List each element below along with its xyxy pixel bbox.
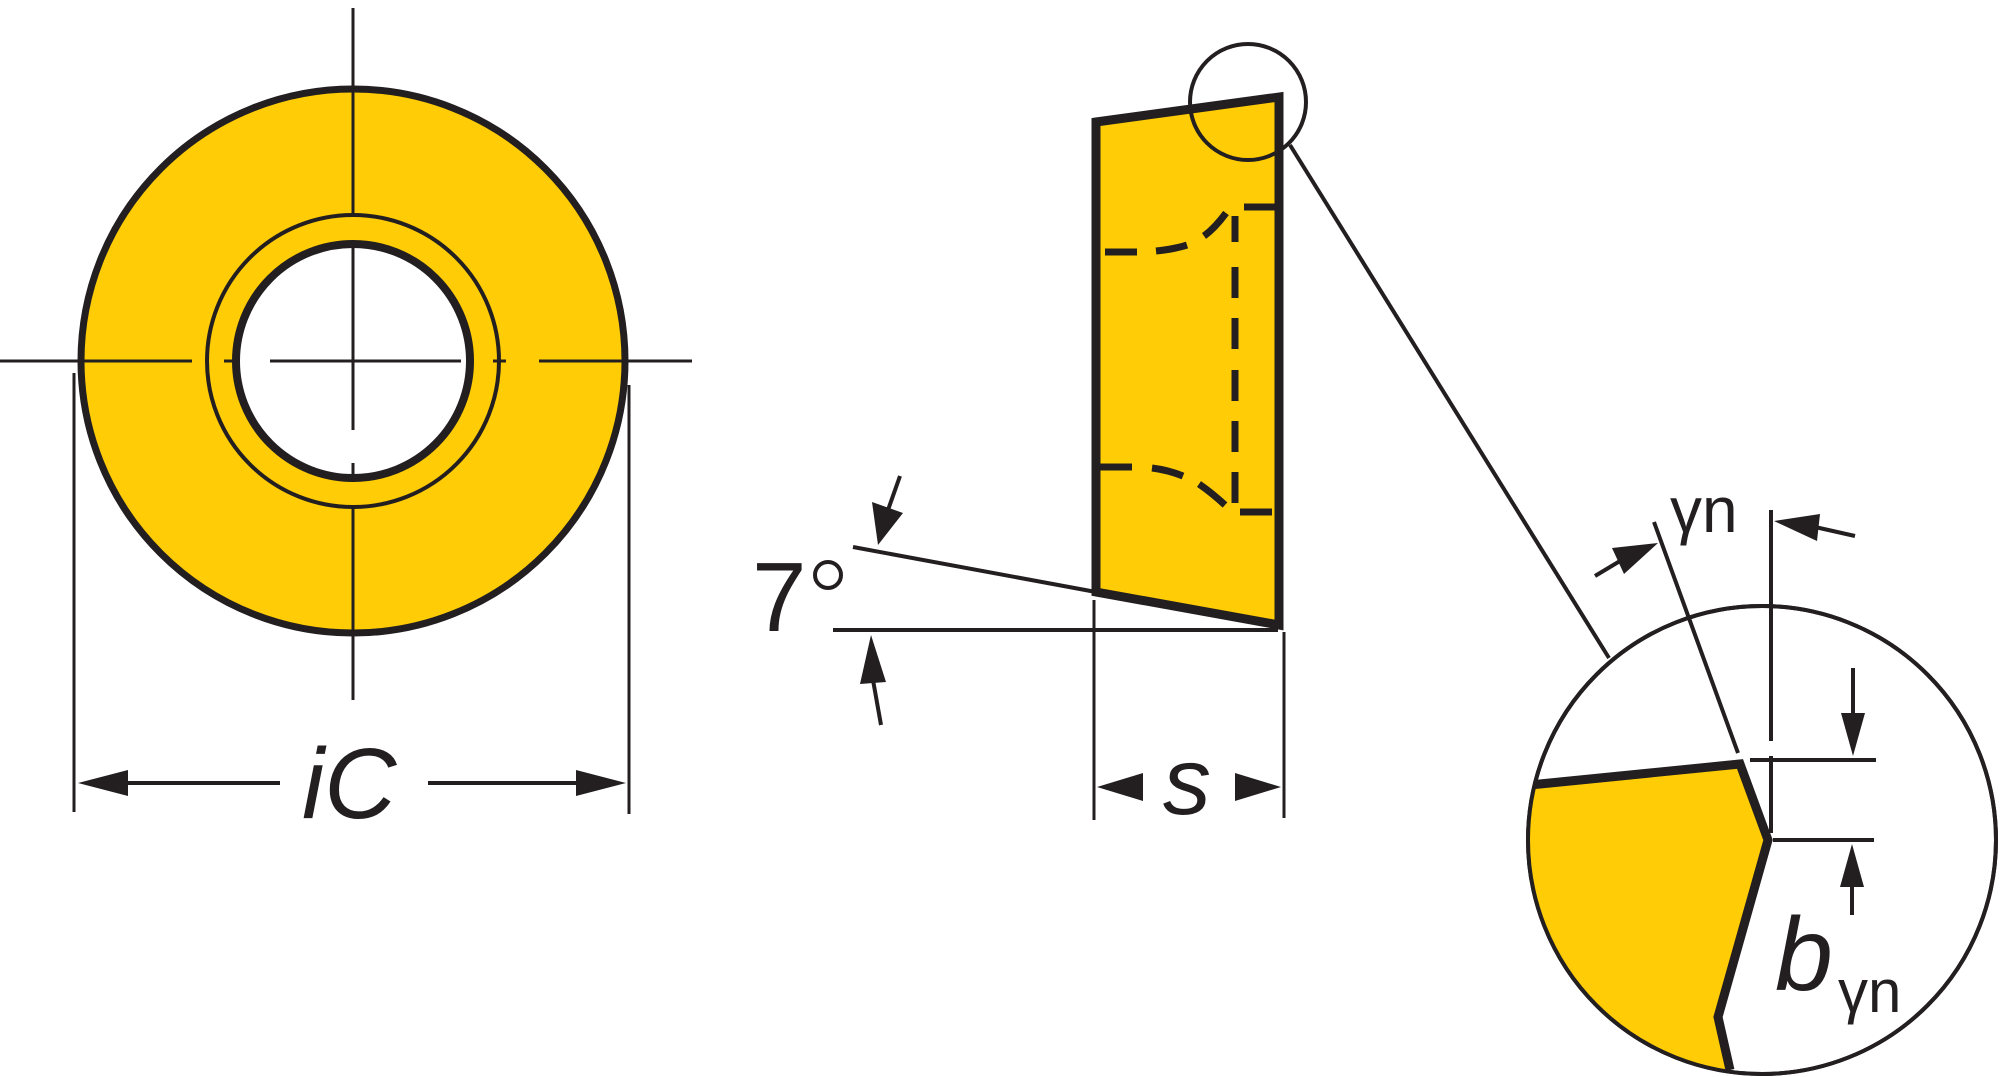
s-arrow-right-icon [1235, 773, 1281, 801]
clearance-angle-line [852, 545, 1097, 594]
arrow-right-icon [576, 770, 626, 796]
hidden-lines [1100, 203, 1275, 516]
clearance-angle-label: 7 [752, 542, 807, 652]
ic-dimension-arrow [78, 770, 626, 796]
thickness-label: s [1163, 728, 1211, 835]
land-width-subscript: γn [1838, 958, 1901, 1025]
top-view: iC [0, 8, 692, 840]
rake-angle-line [1652, 521, 1740, 754]
detail-leader-line [1288, 143, 1611, 660]
detail-marker-circle [1188, 42, 1308, 162]
rake-arrow-right-icon [1612, 543, 1658, 574]
rake-arrow-left-icon [1774, 514, 1820, 541]
detail-view: γn b γn [1526, 474, 1998, 1076]
rake-angle-label: γn [1670, 474, 1738, 546]
land-arrow-up-icon [1840, 844, 1864, 887]
angle-arrow-up-icon [860, 635, 886, 684]
detail-insert-edge [1528, 759, 1773, 1071]
land-arrow-down-icon [1841, 713, 1865, 756]
degree-symbol-icon [813, 560, 843, 590]
arrow-left-icon [78, 770, 128, 796]
land-width-label: b [1775, 897, 1833, 1013]
insert-side-profile [1091, 91, 1284, 631]
s-arrow-left-icon [1097, 773, 1143, 801]
angle-arrow-down-icon [872, 502, 903, 545]
side-view: 7 s [752, 42, 1611, 835]
ic-label: iC [302, 728, 397, 840]
